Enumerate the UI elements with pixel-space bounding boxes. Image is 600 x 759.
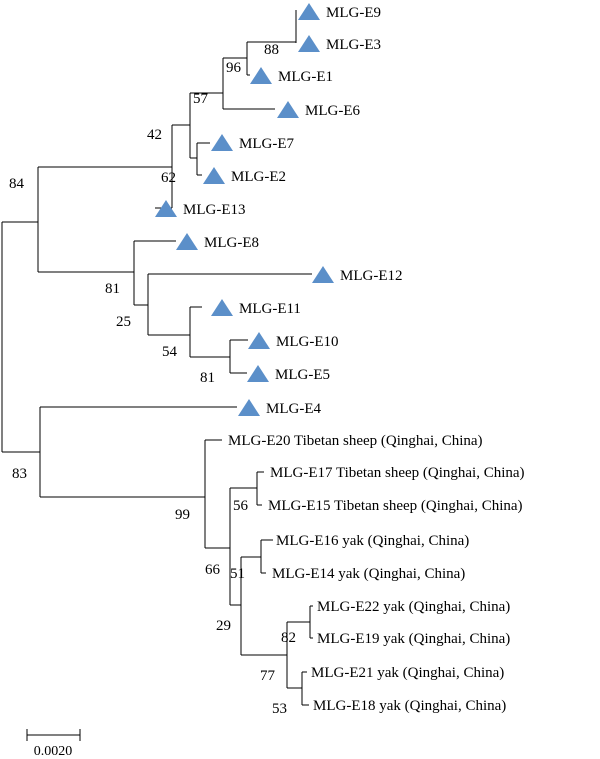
leaf-label: MLG-E4: [266, 401, 321, 417]
bootstrap-value: 81: [200, 370, 215, 386]
scale-bar-label: 0.0020: [34, 744, 73, 759]
triangle-marker-icon: [298, 35, 320, 52]
leaf-label: MLG-E16 yak (Qinghai, China): [276, 533, 469, 549]
leaf-label: MLG-E20 Tibetan sheep (Qinghai, China): [228, 433, 483, 449]
leaf-label: MLG-E5: [275, 367, 330, 383]
leaf-label: MLG-E13: [183, 202, 246, 218]
triangle-marker-icon: [250, 67, 272, 84]
triangle-marker-icon: [248, 332, 270, 349]
bootstrap-value: 83: [12, 466, 27, 482]
leaf-label: MLG-E15 Tibetan sheep (Qinghai, China): [268, 498, 523, 514]
triangle-marker-icon: [238, 399, 260, 416]
leaf-label: MLG-E12: [340, 268, 403, 284]
leaf-label: MLG-E22 yak (Qinghai, China): [317, 599, 510, 615]
bootstrap-value: 51: [230, 566, 245, 582]
leaf-label: MLG-E9: [326, 5, 381, 21]
triangle-marker-icon: [176, 233, 198, 250]
bootstrap-value: 29: [216, 618, 231, 634]
bootstrap-value: 96: [226, 60, 242, 76]
bootstrap-value: 54: [162, 344, 178, 360]
bootstrap-values: 88 96 57 42 62 84 81 25 54 81 83 99 56 6…: [9, 42, 296, 717]
triangle-marker-icon: [298, 3, 320, 20]
triangle-marker-icon: [155, 200, 177, 217]
leaf-label: MLG-E11: [239, 301, 301, 317]
leaf-label: MLG-E8: [204, 235, 259, 251]
bootstrap-value: 84: [9, 176, 25, 192]
bootstrap-value: 62: [161, 170, 176, 186]
triangle-marker-icon: [203, 167, 225, 184]
triangle-marker-icon: [211, 134, 233, 151]
bootstrap-value: 88: [264, 42, 279, 58]
leaf-label: MLG-E2: [231, 169, 286, 185]
triangle-marker-icon: [211, 299, 233, 316]
tree-branches: [1, 10, 313, 706]
bootstrap-value: 66: [205, 562, 221, 578]
leaf-label: MLG-E1: [278, 69, 333, 85]
leaf-label: MLG-E3: [326, 37, 381, 53]
bootstrap-value: 57: [193, 91, 209, 107]
leaf-markers: [155, 3, 334, 416]
triangle-marker-icon: [312, 266, 334, 283]
triangle-marker-icon: [277, 101, 299, 118]
leaf-label: MLG-E17 Tibetan sheep (Qinghai, China): [270, 465, 525, 481]
leaf-label: MLG-E7: [239, 136, 294, 152]
bootstrap-value: 56: [233, 498, 249, 514]
leaf-label: MLG-E21 yak (Qinghai, China): [311, 665, 504, 681]
bootstrap-value: 99: [175, 507, 190, 523]
bootstrap-value: 42: [147, 127, 162, 143]
leaf-label: MLG-E10: [276, 334, 339, 350]
bootstrap-value: 77: [260, 668, 276, 684]
scale-bar: 0.0020: [26, 729, 81, 759]
triangle-marker-icon: [247, 365, 269, 382]
leaf-labels: MLG-E9 MLG-E3 MLG-E1 MLG-E6 MLG-E7 MLG-E…: [183, 5, 525, 714]
bootstrap-value: 82: [281, 630, 296, 646]
bootstrap-value: 25: [116, 314, 131, 330]
leaf-label: MLG-E6: [305, 103, 360, 119]
leaf-label: MLG-E18 yak (Qinghai, China): [313, 698, 506, 714]
bootstrap-value: 81: [105, 281, 120, 297]
leaf-label: MLG-E14 yak (Qinghai, China): [272, 566, 465, 582]
leaf-label: MLG-E19 yak (Qinghai, China): [317, 631, 510, 647]
bootstrap-value: 53: [272, 701, 287, 717]
